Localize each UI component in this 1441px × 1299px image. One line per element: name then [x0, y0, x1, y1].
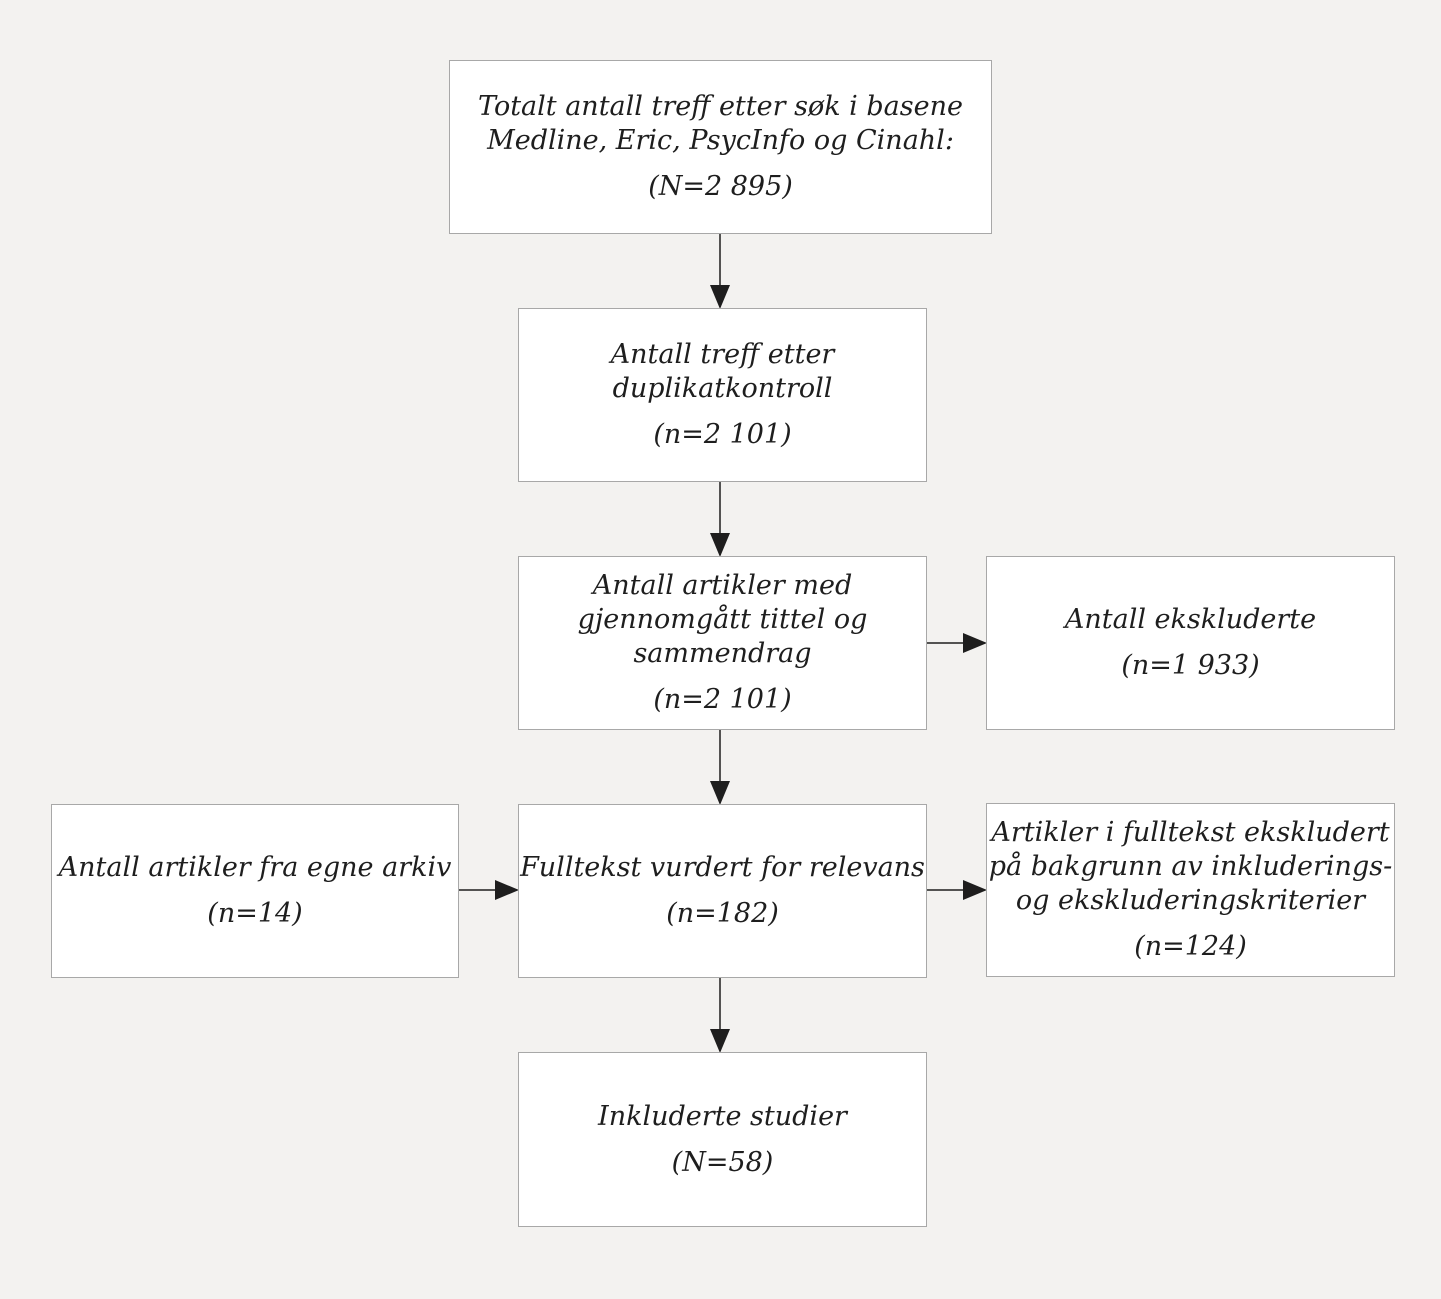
box-included-studies: Inkluderte studier (N=58) — [518, 1052, 927, 1227]
box-after-dedup-count: (n=2 101) — [653, 419, 792, 450]
box-fulltext-assessed-count: (n=182) — [666, 898, 779, 929]
box-fulltext-excluded-line-1: Artikler i fulltekst ekskludert — [991, 817, 1390, 848]
box-fulltext-excluded: Artikler i fulltekst ekskludert på bakgr… — [986, 803, 1395, 977]
box-own-archive-line-1: Antall artikler fra egne arkiv — [58, 852, 452, 883]
box-after-dedup-line-1: Antall treff etter — [610, 339, 835, 370]
box-total-hits: Totalt antall treff etter søk i basene M… — [449, 60, 992, 234]
box-screened-line-3: sammendrag — [633, 638, 812, 669]
box-excluded-count: (n=1 933) — [1121, 650, 1260, 681]
box-fulltext-excluded-line-3: og ekskluderingskriterier — [1015, 885, 1366, 916]
box-excluded-line-1: Antall ekskluderte — [1064, 604, 1317, 635]
box-screened-line-2: gjennomgått tittel og — [577, 604, 868, 635]
box-total-hits-count: (N=2 895) — [648, 171, 793, 202]
box-own-archive: Antall artikler fra egne arkiv (n=14) — [51, 804, 459, 978]
box-excluded: Antall ekskluderte (n=1 933) — [986, 556, 1395, 730]
box-fulltext-assessed-line-1: Fulltekst vurdert for relevans — [520, 852, 925, 883]
box-fulltext-excluded-line-2: på bakgrunn av inkluderings- — [988, 851, 1393, 882]
box-own-archive-count: (n=14) — [207, 898, 303, 929]
box-screened-line-1: Antall artikler med — [592, 570, 853, 601]
box-screened: Antall artikler med gjennomgått tittel o… — [518, 556, 927, 730]
box-fulltext-excluded-count: (n=124) — [1134, 931, 1247, 962]
box-after-dedup-line-2: duplikatkontroll — [612, 373, 833, 404]
box-after-dedup: Antall treff etter duplikatkontroll (n=2… — [518, 308, 927, 482]
box-total-hits-line-2: Medline, Eric, PsycInfo og Cinahl: — [487, 125, 954, 156]
box-fulltext-assessed: Fulltekst vurdert for relevans (n=182) — [518, 804, 927, 978]
box-screened-count: (n=2 101) — [653, 684, 792, 715]
box-included-studies-count: (N=58) — [671, 1146, 774, 1178]
box-included-studies-line-1: Inkluderte studier — [598, 1100, 847, 1132]
box-total-hits-line-1: Totalt antall treff etter søk i basene — [478, 91, 963, 122]
